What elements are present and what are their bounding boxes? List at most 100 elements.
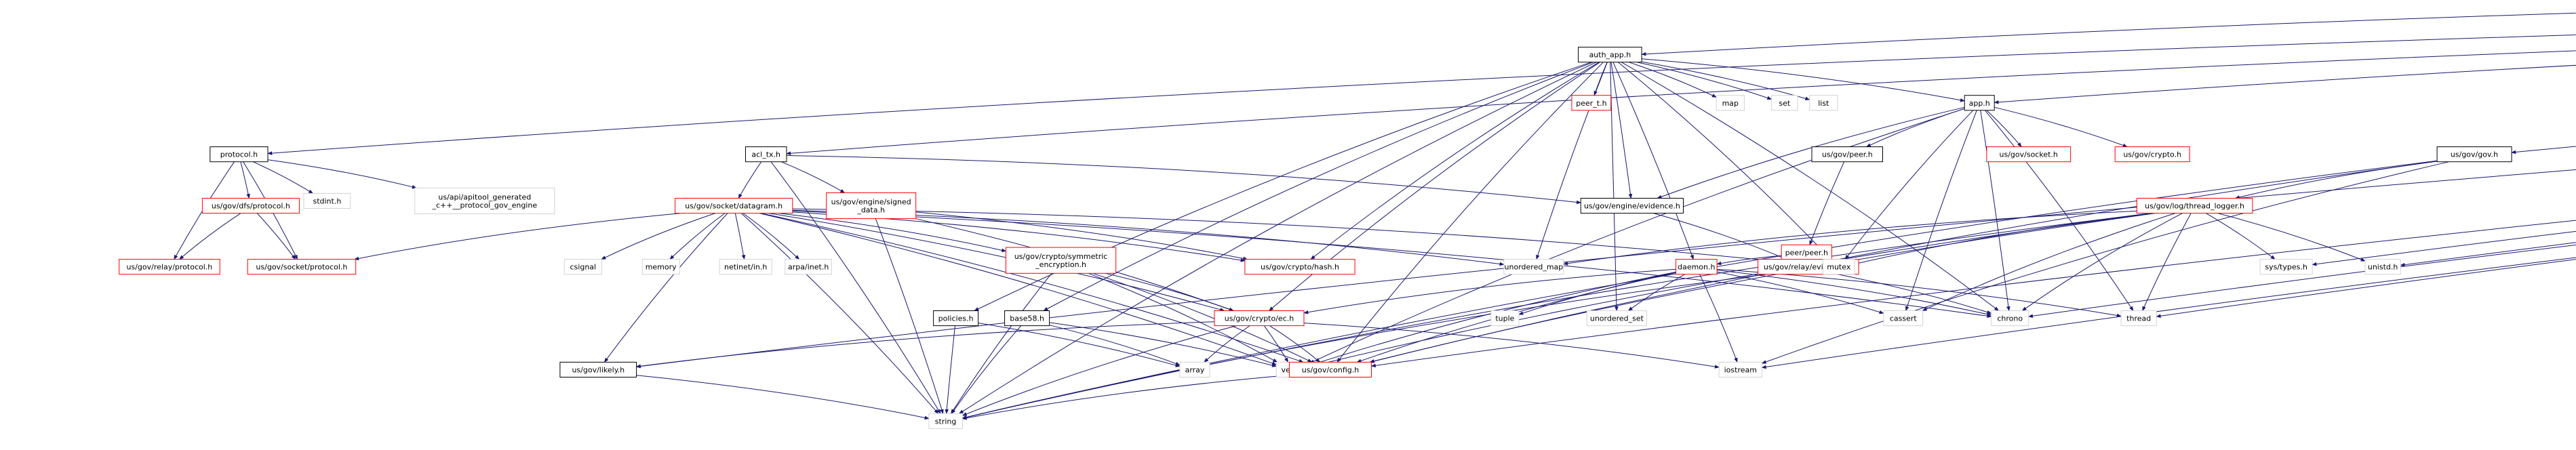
include-edge-root-to-sys_types — [2312, 230, 2576, 266]
include-edge-datagram-to-arpa — [742, 213, 800, 260]
include-edge-sym_enc-to-vector — [1088, 272, 1278, 363]
node-label: unordered_set — [1590, 314, 1644, 323]
include-edge-policies-to-string — [945, 325, 955, 414]
node-acl-tx[interactable]: acl_tx.h — [745, 146, 787, 163]
node-auth-app[interactable]: auth_app.h — [1578, 47, 1642, 63]
node-mutex: mutex — [1822, 259, 1855, 275]
include-edge-ec_h-to-array — [1204, 325, 1250, 363]
include-edge-auth_app-to-set — [1637, 62, 1772, 100]
include-edge-datagram-to-vector — [759, 213, 1277, 365]
node-label: iostream — [1724, 365, 1757, 374]
include-edge-app-to-peer_h — [1865, 108, 1965, 148]
node-cassert: cassert — [1883, 310, 1924, 327]
include-edge-gov_gov-to-thread_logger — [2234, 161, 2438, 199]
include-edge-protocol-to-apitool — [267, 159, 417, 189]
node-unordered-set: unordered_set — [1586, 310, 1647, 327]
node-label: us/gov/socket/protocol.h — [256, 263, 347, 272]
node-sym-enc[interactable]: us/gov/crypto/symmetric_encryption.h — [1006, 247, 1117, 274]
include-edge-daemon_h-to-cassert — [1717, 271, 1884, 314]
include-edge-root-to-unistd — [2400, 242, 2576, 267]
node-socket-h[interactable]: us/gov/socket.h — [1986, 146, 2072, 163]
node-apitool: us/api/apitool_generated_c++__protocol_g… — [414, 187, 555, 214]
node-protocol[interactable]: protocol.h — [210, 146, 269, 163]
node-ec-h[interactable]: us/gov/crypto/ec.h — [1214, 310, 1305, 327]
node-label: us/gov/crypto/symmetric — [1014, 252, 1108, 261]
node-thread-logger[interactable]: us/gov/log/thread_logger.h — [2136, 198, 2253, 214]
node-label: unordered_map — [1505, 263, 1564, 272]
node-box — [210, 146, 269, 163]
node-box — [1580, 198, 1684, 214]
node-label: sys/types.h — [2265, 263, 2307, 272]
include-edge-signed-to-hash_h — [915, 211, 1248, 261]
node-daemon-h[interactable]: daemon.h — [1676, 259, 1718, 275]
node-gov-gov[interactable]: us/gov/gov.h — [2436, 146, 2512, 163]
include-edge-auth_app-to-chrono — [1621, 62, 2000, 311]
include-edge-datagram-to-mutex — [792, 208, 1824, 268]
include-edge-auth_app-to-app — [1642, 58, 1965, 102]
include-edge-ec_h-to-iostream — [1303, 323, 1720, 369]
node-hash-h[interactable]: us/gov/crypto/hash.h — [1244, 259, 1355, 275]
node-box — [1004, 310, 1050, 327]
node-relay-protocol[interactable]: us/gov/relay/protocol.h — [119, 259, 220, 275]
node-label: peer_t.h — [1576, 99, 1606, 108]
include-edge-datagram-to-config — [761, 213, 1304, 363]
node-box — [1586, 310, 1647, 327]
node-peer-t[interactable]: peer_t.h — [1571, 95, 1612, 111]
header-nodes: gov/engine/acl_tx.cppauth_app.hsys/wait.… — [119, 47, 2512, 429]
node-label: memory — [646, 263, 677, 272]
node-box — [933, 310, 979, 327]
node-box — [414, 187, 555, 214]
include-edge-auth_app-to-hash_h — [1310, 62, 1600, 260]
node-label: mutex — [1827, 263, 1851, 272]
node-label: cassert — [1890, 314, 1918, 323]
node-string: string — [928, 413, 963, 429]
node-box — [1244, 259, 1355, 275]
node-box — [1503, 259, 1564, 275]
node-box — [641, 259, 680, 275]
node-crypto-h[interactable]: us/gov/crypto.h — [2114, 146, 2190, 163]
node-label: us/gov/engine/evidence.h — [1584, 202, 1680, 211]
node-box — [1289, 361, 1372, 378]
node-box — [1571, 95, 1612, 111]
node-label: app.h — [1969, 99, 1990, 108]
include-edge-relay_evidence-to-chrono — [1837, 274, 1992, 314]
node-box — [1883, 310, 1924, 327]
node-peer-h[interactable]: us/gov/peer.h — [1811, 146, 1883, 163]
include-edge-acl_tx-to-signed — [781, 161, 846, 193]
node-label: us/gov/gov.h — [2451, 150, 2498, 159]
include-edge-datagram-to-socket_protocol — [354, 213, 681, 261]
include-edge-datagram-to-likely — [603, 213, 728, 363]
node-evidence-h[interactable]: us/gov/engine/evidence.h — [1580, 198, 1684, 214]
include-edge-policies-to-array — [978, 323, 1181, 367]
include-edge-datagram-to-string — [740, 213, 939, 414]
include-edge-dfs_protocol-to-relay_protocol — [179, 213, 241, 260]
node-likely[interactable]: us/gov/likely.h — [559, 361, 637, 378]
node-label: unistd.h — [2368, 263, 2398, 272]
node-label: us/api/apitool_generated — [438, 192, 531, 201]
node-signed[interactable]: us/gov/engine/signed_data.h — [826, 192, 917, 220]
node-box — [1822, 259, 1855, 275]
node-label: us/gov/socket.h — [2000, 150, 2058, 159]
node-label: us/gov/peer.h — [1822, 150, 1873, 159]
node-dfs-protocol[interactable]: us/gov/dfs/protocol.h — [201, 198, 300, 214]
node-datagram[interactable]: us/gov/socket/datagram.h — [675, 198, 793, 214]
node-peer-peer[interactable]: peer/peer.h — [1781, 244, 1832, 260]
include-edge-acl_tx-to-evidence_h — [786, 155, 1581, 205]
node-socket-protocol[interactable]: us/gov/socket/protocol.h — [247, 259, 357, 275]
node-label: us/gov/relay/protocol.h — [127, 263, 213, 272]
node-label: auth_app.h — [1589, 51, 1631, 60]
node-label: us/gov/config.h — [1302, 365, 1359, 374]
node-base58[interactable]: base58.h — [1004, 310, 1050, 327]
node-memory: memory — [641, 259, 680, 275]
include-edge-root-to-auth_app — [1641, 12, 2576, 56]
node-box — [2120, 310, 2157, 327]
node-label: policies.h — [938, 314, 974, 323]
include-edge-gov_gov-to-string — [962, 160, 2438, 420]
node-label: array — [1185, 365, 1205, 374]
node-config[interactable]: us/gov/config.h — [1289, 361, 1372, 378]
node-box — [1716, 95, 1745, 111]
node-app[interactable]: app.h — [1964, 95, 1995, 111]
include-edge-acl_tx-to-datagram — [738, 161, 762, 199]
include-edge-ec_h-to-config — [1269, 325, 1321, 363]
node-policies[interactable]: policies.h — [933, 310, 979, 327]
